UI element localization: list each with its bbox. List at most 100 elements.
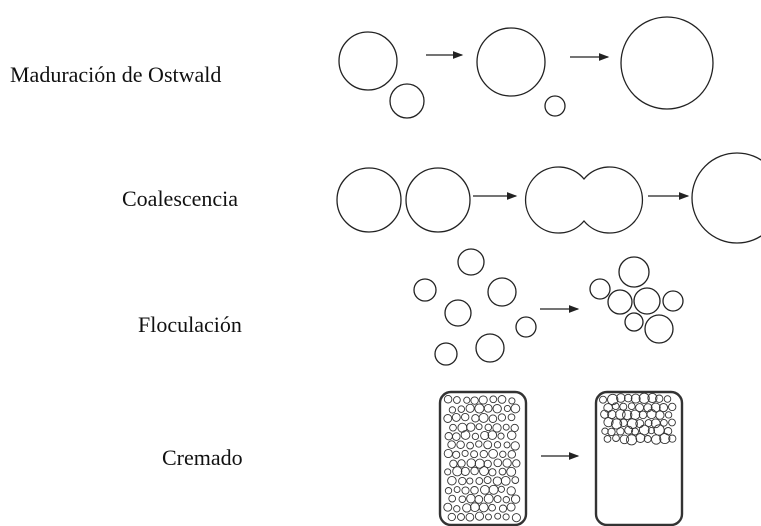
creaming-droplet (483, 403, 493, 413)
creaming-container-before (438, 390, 528, 526)
creaming-droplet (488, 414, 498, 423)
creaming-droplet (510, 441, 520, 451)
creaming-droplet (443, 502, 453, 512)
creaming-droplet (658, 403, 669, 413)
creaming-droplet (447, 475, 457, 486)
creaming-droplet (498, 467, 507, 476)
creaming-droplet (465, 512, 475, 522)
creaming-droplet (626, 434, 638, 446)
creaming-droplet (497, 395, 507, 404)
creaming-droplet (488, 484, 499, 495)
creaming-uniform-droplets (443, 394, 521, 523)
creaming-droplet (474, 495, 484, 504)
ostwald-row (338, 16, 714, 119)
creaming-droplet (471, 432, 480, 441)
creaming-droplet (603, 417, 614, 428)
creaming-droplet (452, 450, 461, 459)
creaming-droplet (488, 448, 498, 459)
ostwald-stage2-small-droplet (544, 95, 566, 117)
coalescence-stage3-droplet (691, 152, 761, 244)
creaming-droplet (458, 476, 467, 486)
creaming-droplet (643, 435, 652, 443)
creaming-droplet (502, 458, 512, 468)
creaming-droplet (470, 466, 479, 476)
creaming-droplet (492, 404, 502, 414)
creaming-droplet (511, 476, 520, 484)
creaming-droplet (448, 406, 457, 414)
creaming-droplet (474, 511, 485, 521)
creaming-droplet (492, 423, 502, 433)
creaming-droplet (475, 477, 484, 485)
floc-cluster-droplet (607, 289, 633, 315)
creaming-droplet (506, 466, 517, 477)
creaming-droplet (470, 502, 480, 513)
creaming-droplet (668, 402, 677, 412)
creaming-droplet (478, 412, 489, 423)
creaming-droplet (601, 427, 609, 435)
creaming-droplet (502, 496, 510, 504)
creaming-droplet (500, 475, 511, 486)
creaming-droplet (483, 459, 492, 469)
label-coalescence: Coalescencia (122, 186, 239, 211)
creaming-droplet (443, 448, 453, 459)
creaming-droplet (457, 459, 466, 468)
creaming-droplet (507, 450, 517, 459)
creaming-droplet (660, 418, 668, 427)
label-ostwald: Maduración de Ostwald (10, 62, 222, 87)
creaming-droplet (460, 430, 471, 440)
creaming-droplet (493, 441, 502, 449)
floc-dispersed-droplet (475, 333, 505, 363)
floc-dispersed-droplet (413, 278, 437, 302)
creaming-droplet (508, 397, 516, 405)
creaming-droplet (483, 440, 493, 450)
ostwald-stage1-small-droplet (389, 83, 425, 119)
creaming-droplet (638, 392, 650, 404)
creaming-droplet (615, 409, 626, 420)
creaming-droplet (457, 513, 465, 521)
floc-dispersed-droplet (444, 299, 472, 327)
creaming-droplet (510, 494, 521, 504)
floc-dispersed-droplet (434, 342, 458, 366)
creaming-droplet (478, 502, 489, 513)
ostwald-stage1-large-droplet (338, 31, 398, 91)
floc-dispersed-droplet (515, 316, 537, 338)
floc-cluster-droplet (589, 278, 611, 300)
creaming-droplet (622, 409, 633, 421)
creaming-droplet (460, 466, 470, 476)
coalescence-stage1-droplet-b (405, 167, 471, 233)
creaming-droplet (627, 402, 636, 411)
creaming-droplet (483, 493, 494, 504)
creaming-droplet (619, 434, 630, 445)
creaming-droplet (458, 495, 467, 503)
ostwald-stage2-large-droplet (476, 27, 546, 97)
creaming-droplet (470, 450, 479, 459)
creaming-droplet (506, 430, 517, 441)
floc-cluster-droplet (633, 287, 661, 315)
creaming-droplet (471, 414, 480, 423)
creaming-droplet (494, 512, 502, 520)
creaming-droplet (453, 396, 461, 404)
creaming-droplet (479, 466, 489, 477)
creaming-droplet (655, 394, 664, 403)
creaming-droplet (647, 392, 658, 404)
creaming-droplet (452, 466, 463, 477)
creaming-droplet (663, 395, 672, 403)
creaming-droplet (497, 432, 505, 440)
creaming-droplet (668, 434, 677, 443)
ostwald-stage3-droplet (620, 16, 714, 110)
creaming-droplet (507, 413, 516, 422)
creaming-droplet (619, 402, 628, 411)
creaming-droplet (470, 396, 479, 405)
creaming-droplet (453, 486, 461, 494)
creaming-droplet (475, 423, 483, 431)
creaming-droplet (479, 449, 488, 459)
creaming-droplet (664, 411, 673, 419)
creaming-droplet (444, 468, 452, 476)
creaming-droplet (466, 458, 477, 468)
creaming-droplet (498, 504, 508, 513)
floc-dispersed-droplet (457, 248, 485, 276)
coalescence-row (336, 152, 761, 244)
creaming-droplet (616, 427, 625, 436)
creaming-droplet (483, 476, 492, 485)
